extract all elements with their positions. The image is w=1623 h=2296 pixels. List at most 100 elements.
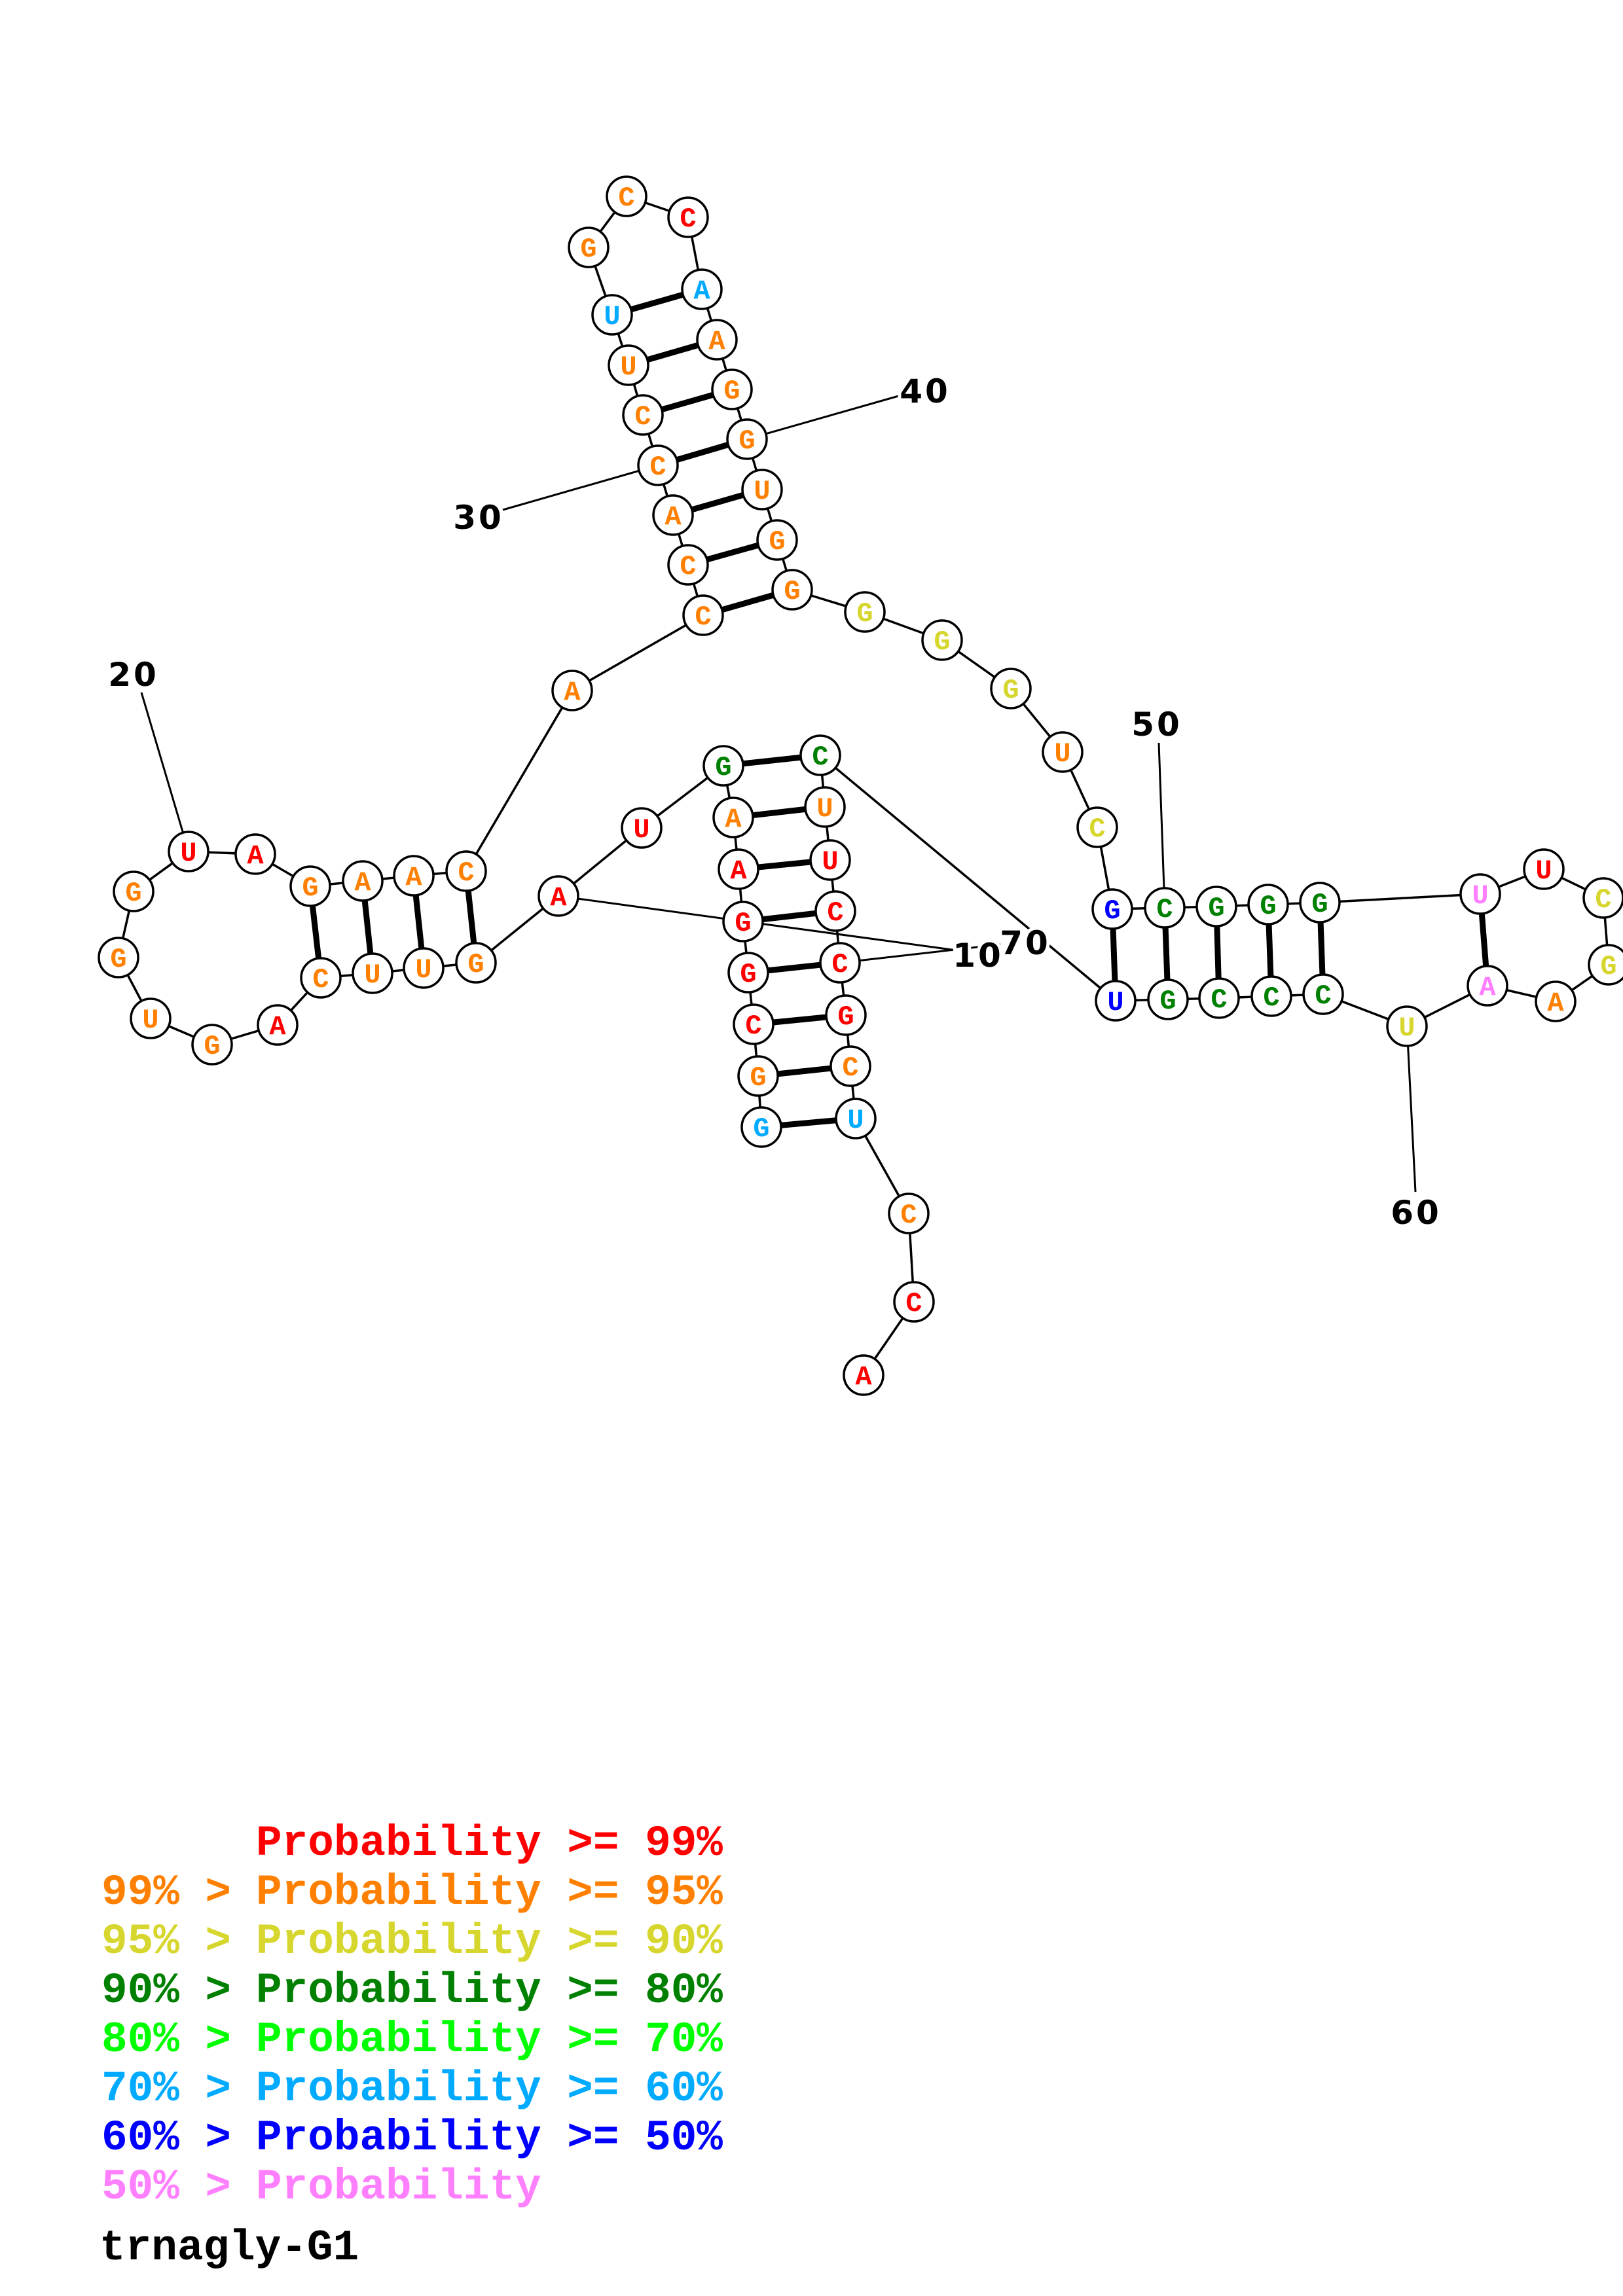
nucleotide-circle: [1195, 886, 1237, 927]
nucleotide-base: C: [905, 1288, 922, 1319]
nucleotide-base: C: [680, 204, 696, 235]
legend-prefix: 90% >: [101, 1966, 231, 2015]
nucleotide-circle: [1582, 877, 1623, 919]
nucleotide-circle: [702, 745, 744, 787]
position-label-line: [140, 692, 190, 852]
nucleotide-base: U: [415, 954, 431, 986]
nucleotide: A: [1535, 980, 1577, 1022]
nucleotide-circle: [921, 619, 963, 661]
nucleotide: C: [1302, 973, 1344, 1015]
nucleotide-circle: [1198, 977, 1240, 1019]
position-label-line: [502, 464, 659, 511]
nucleotide: A: [234, 833, 276, 875]
nucleotide-base: A: [564, 677, 581, 708]
nucleotide-circle: [568, 226, 610, 268]
nucleotide-base: G: [856, 598, 873, 630]
backbone-link: [1319, 893, 1481, 904]
legend-label: Probability >= 90%: [256, 1917, 723, 1966]
nucleotide-base: A: [1479, 972, 1496, 1003]
nucleotide: G: [726, 418, 768, 460]
nucleotide-base: C: [618, 183, 634, 214]
nucleotide-circle: [403, 947, 445, 989]
nucleotide-base: A: [725, 804, 742, 835]
nucleotide-circle: [98, 937, 139, 978]
nucleotide: G: [1091, 888, 1133, 930]
nucleotide: A: [712, 797, 754, 838]
position-label-line: [1406, 1026, 1417, 1193]
nucleotide: C: [606, 175, 647, 217]
nucleotide-base: G: [723, 376, 740, 407]
nucleotide-circle: [352, 952, 393, 994]
legend-prefix: 80% >: [101, 2015, 231, 2064]
nucleotide: G: [1299, 882, 1341, 924]
nucleotide-base: U: [142, 1005, 158, 1036]
nucleotide-circle: [741, 469, 783, 511]
nucleotide-base: A: [665, 501, 682, 533]
nucleotide-base: G: [1002, 675, 1019, 706]
backbone-link: [819, 754, 1117, 1002]
nucleotide: G: [825, 994, 867, 1036]
nucleotide-circle: [257, 1004, 299, 1046]
legend-label: Probability >= 80%: [256, 1966, 723, 2015]
nucleotide-circle: [191, 1024, 233, 1066]
position-label: 50: [1131, 706, 1182, 744]
nucleotide-base: C: [900, 1200, 917, 1231]
nucleotide-circle: [591, 294, 633, 336]
nucleotide-circle: [1091, 888, 1133, 930]
nucleotide-base: G: [204, 1031, 220, 1062]
nucleotide-base: G: [769, 526, 785, 558]
nucleotide: C: [682, 594, 724, 636]
nucleotide: G: [844, 591, 886, 633]
nucleotide-base: U: [1535, 855, 1552, 887]
nucleotide: C: [799, 734, 841, 776]
structure-title: trnagly-G1: [100, 2223, 359, 2272]
nucleotide-base: C: [458, 857, 474, 889]
nucleotide: G: [113, 870, 155, 912]
nucleotide-base: G: [739, 425, 755, 457]
nucleotide: G: [990, 668, 1032, 709]
nucleotide: G: [921, 619, 963, 661]
nucleotide: U: [1095, 980, 1137, 1022]
nucleotide-circle: [771, 569, 813, 611]
nucleotide: A: [843, 1354, 884, 1396]
legend-label: Probability >= 99%: [256, 1819, 723, 1868]
nucleotide: G: [1588, 944, 1623, 986]
position-label-line: [839, 943, 1001, 964]
position-label-line: [1158, 742, 1166, 908]
nucleotide-circle: [722, 901, 764, 942]
nucleotide-base: A: [855, 1361, 872, 1393]
nucleotide-base: C: [831, 949, 848, 980]
nucleotide-circle: [1147, 978, 1189, 1020]
nucleotide-circle: [551, 670, 593, 711]
nucleotide: U: [168, 831, 210, 872]
nucleotide-circle: [1459, 873, 1501, 915]
nucleotide-base: C: [1315, 980, 1331, 1012]
nucleotide-circle: [733, 1003, 775, 1045]
nucleotide-base: G: [467, 949, 484, 980]
backbone-link: [572, 614, 704, 692]
position-label: 20: [108, 656, 159, 694]
nucleotide-base: C: [745, 1011, 761, 1042]
legend-row: 80% >Probability >= 70%: [101, 2015, 723, 2064]
nucleotide-base: G: [110, 944, 126, 975]
nucleotide: U: [804, 786, 846, 828]
nucleotide-circle: [740, 1106, 782, 1148]
nucleotide: G: [98, 937, 139, 978]
nucleotide: C: [1198, 977, 1240, 1019]
nucleotide-circle: [835, 1098, 877, 1139]
nucleotide: A: [393, 855, 435, 897]
nucleotide: C: [300, 957, 342, 999]
nucleotide: A: [652, 494, 694, 536]
nucleotide-circle: [711, 368, 753, 410]
nucleotide-circle: [737, 1055, 779, 1097]
nucleotide-circle: [289, 865, 331, 907]
nucleotide: U: [608, 344, 649, 386]
nucleotide-circle: [756, 519, 798, 561]
nucleotide: U: [809, 839, 851, 881]
position-label: 30: [453, 499, 504, 537]
nucleotide-circle: [393, 855, 435, 897]
nucleotide-circle: [1042, 731, 1084, 773]
nucleotide-base: C: [695, 601, 711, 633]
nucleotide-circle: [667, 196, 709, 238]
